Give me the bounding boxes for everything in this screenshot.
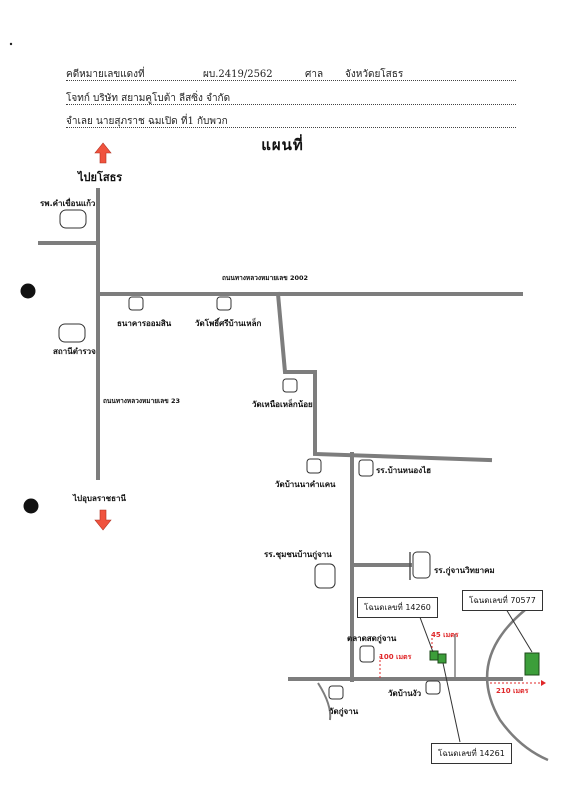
distance-100-label: 100 เมตร xyxy=(379,653,412,661)
parcel-70577 xyxy=(524,652,540,676)
dotted-rule xyxy=(66,127,516,128)
distance-45-label: 45 เมตร xyxy=(431,631,459,639)
road-network xyxy=(38,188,523,682)
school-ku-chan-marker xyxy=(412,551,431,579)
plaintiff-line: โจทก์ บริษัท สยามคูโบต้า ลีสซิ่ง จำกัด xyxy=(66,93,231,104)
school-chumchon-marker xyxy=(314,563,336,589)
school-ku-chan-label: รร.กู่จานวิทยาคม xyxy=(434,566,495,575)
court-name: จังหวัดยโสธร xyxy=(345,69,404,80)
dotted-rule xyxy=(66,104,516,105)
dotted-rule xyxy=(66,80,516,81)
punch-hole-bottom xyxy=(23,498,39,514)
school-chumchon-label: รร.ชุมชนบ้านกู่จาน xyxy=(264,550,332,559)
case-label: คดีหมายเลขแดงที่ xyxy=(66,69,145,80)
speck-mark xyxy=(9,42,13,46)
highway-23-label: ถนนทางหลวงหมายเลข 23 xyxy=(103,397,181,405)
school-ban-nong-label: รร.บ้านหนองไฮ xyxy=(376,466,432,475)
punch-hole-top xyxy=(20,283,36,299)
temple-lane xyxy=(317,682,332,721)
bank-label: ธนาคารออมสิน xyxy=(117,319,172,328)
highway-2002-label: ถนนทางหลวงหมายเลข 2002 xyxy=(222,274,309,282)
north-arrow-icon xyxy=(94,142,112,164)
parcel-14260 xyxy=(429,650,439,661)
parcel-markers xyxy=(429,650,540,676)
market-marker xyxy=(359,645,375,663)
case-number: ผบ.2419/2562 xyxy=(203,69,273,80)
place-markers xyxy=(58,209,441,700)
south-direction-label: ไปอุบลราชธานี xyxy=(73,494,126,503)
court-label: ศาล xyxy=(305,69,324,80)
callout-leaders xyxy=(417,608,533,743)
curved-road xyxy=(485,609,549,762)
temple-nuea-lek-marker xyxy=(282,378,298,393)
hospital-label: รพ.คำเขื่อนแก้ว xyxy=(40,199,96,208)
temple-kham-kaen-label: วัดบ้านนาคำแคน xyxy=(275,480,336,489)
temple-si-ban-marker xyxy=(216,296,232,311)
defendant-line: จำเลย นายสุภราช ฉมเปิด ที่1 กับพวก xyxy=(66,116,228,127)
police-marker xyxy=(58,323,86,343)
deed-14261-callout: โฉนดเลขที่ 14261 xyxy=(431,743,512,764)
distance-arrow-icon xyxy=(541,680,546,686)
deed-70577-callout: โฉนดเลขที่ 70577 xyxy=(462,590,543,611)
temple-ku-chan-marker xyxy=(328,685,344,700)
temple-ku-chan-label: วัดกู่จาน xyxy=(329,707,359,716)
local-road xyxy=(275,291,493,463)
police-label: สถานีตำรวจ xyxy=(53,347,96,356)
distance-lines xyxy=(379,638,545,684)
temple-kham-kaen-marker xyxy=(306,458,322,474)
temple-ban-ngua-label: วัดบ้านงัว xyxy=(388,689,422,698)
parcel-14261 xyxy=(437,653,447,664)
school-ban-nong-marker xyxy=(358,459,374,477)
temple-nuea-lek-label: วัดเหนือเหล็กน้อย xyxy=(252,400,313,409)
map-title: แผนที่ xyxy=(261,136,304,154)
north-direction-label: ไปยโสธร xyxy=(78,171,123,184)
distance-210-label: 210 เมตร xyxy=(496,687,529,695)
market-label: ตลาดสดกู่จาน xyxy=(347,634,397,643)
temple-ban-ngua-marker xyxy=(425,680,441,695)
bank-marker xyxy=(128,296,144,311)
deed-14260-callout: โฉนดเลขที่ 14260 xyxy=(357,597,438,618)
south-arrow-icon xyxy=(94,509,112,531)
hospital-marker xyxy=(59,209,87,229)
temple-si-ban-label: วัดโพธิ์ศรีบ้านเหล็ก xyxy=(195,319,262,328)
